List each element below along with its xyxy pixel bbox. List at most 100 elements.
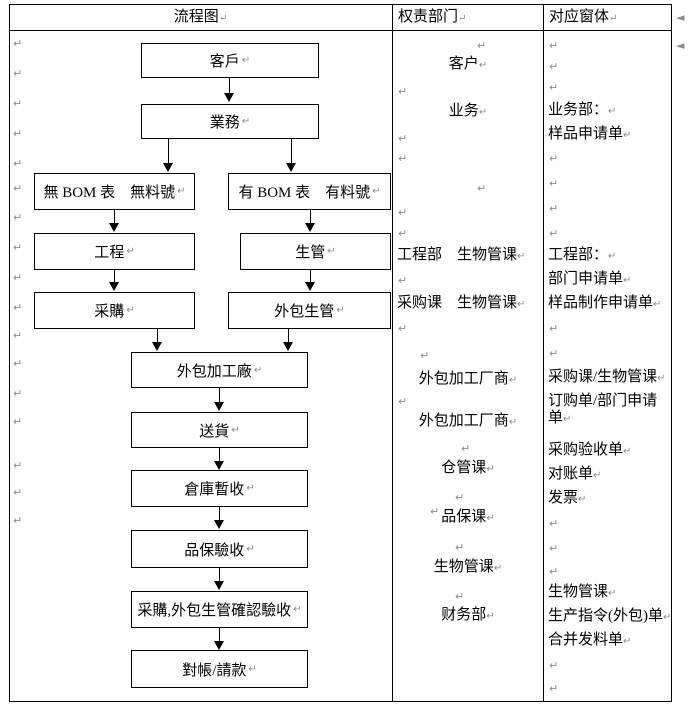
form-entry: 发票↵ — [548, 490, 586, 508]
dept-entry: 工程部 生物管课↵ — [397, 247, 525, 265]
pilcrow-icon: ↵ — [248, 663, 257, 675]
pilcrow-icon: ↵ — [508, 375, 518, 386]
arrow-head-icon — [152, 342, 162, 351]
form-label: 生产指令(外包)单 — [548, 608, 663, 624]
form-entry: 部门申请单↵ — [548, 271, 631, 289]
flow-node-sales[interactable]: 業務↵ — [141, 104, 319, 139]
arrow-head-icon — [286, 163, 296, 172]
flow-node-delivery[interactable]: 送貨↵ — [131, 412, 308, 448]
pilcrow-icon: ↵ — [398, 322, 408, 335]
pilcrow-icon: ↵ — [372, 186, 381, 197]
form-label: 部门申请单 — [548, 271, 624, 287]
pilcrow-icon: ↵ — [13, 127, 23, 140]
pilcrow-icon: ↵ — [609, 13, 618, 24]
pilcrow-icon: ↵ — [398, 274, 408, 287]
flow-node-label: 對帳/請款 — [182, 662, 247, 679]
dept-label: 财务部 — [441, 607, 487, 623]
pilcrow-icon: ↵ — [246, 483, 255, 494]
pilcrow-icon: ↵ — [13, 182, 23, 195]
pilcrow-icon: ↵ — [253, 364, 263, 376]
flow-node-label: 采購,外包生管確認驗收 — [137, 603, 292, 619]
flow-node-label: 送貨 — [199, 423, 230, 440]
flow-node-label: 倉庫暫收 — [184, 482, 245, 498]
pilcrow-icon: ↵ — [13, 459, 23, 472]
connector-line — [219, 448, 220, 462]
pilcrow-icon: ↵ — [398, 395, 408, 408]
flow-node-engineering[interactable]: 工程↵ — [34, 233, 195, 270]
connector-line — [229, 77, 230, 95]
arrow-head-icon — [214, 402, 224, 411]
pilcrow-icon: ↵ — [623, 275, 632, 286]
form-entry: 采购验收单↵ — [548, 442, 631, 460]
pilcrow-icon: ↵ — [657, 373, 666, 384]
pilcrow-icon: ↵ — [486, 513, 495, 524]
dept-label: 仓管课 — [441, 460, 487, 476]
connector-line — [310, 269, 311, 283]
flow-node-no-bom[interactable]: 無 BOM 表 無料號↵ — [34, 173, 195, 210]
dept-label: 工程部 生物管课 — [397, 247, 518, 263]
connector-line — [114, 269, 115, 283]
pilcrow-icon: ↵ — [623, 446, 632, 457]
pilcrow-icon: ↵ — [477, 39, 487, 52]
dept-entry: 外包加工厂商↵ — [398, 371, 538, 389]
pilcrow-icon: ↵ — [563, 414, 572, 425]
pilcrow-icon: ↵ — [508, 417, 518, 428]
pilcrow-icon: ↵ — [246, 543, 255, 555]
pilcrow-icon: ↵ — [486, 611, 495, 622]
pilcrow-icon: ↵ — [608, 251, 617, 262]
dept-label: 品保课 — [441, 509, 487, 525]
dept-entry: 生物管课↵ — [398, 559, 538, 577]
pilcrow-icon: ↵ — [623, 636, 632, 647]
form-entry: 生物管课↵ — [548, 584, 616, 602]
dept-label: 业务 — [448, 103, 479, 119]
pilcrow-icon: ↵ — [13, 301, 23, 314]
header-form-label: 对应窗体 — [549, 9, 610, 25]
pilcrow-icon: ↵ — [13, 329, 23, 342]
form-entry: 订购单/部门申请单↵ — [548, 393, 666, 428]
header-flow-label: 流程图 — [173, 9, 219, 25]
form-entry: 对账单↵ — [548, 466, 601, 484]
flow-node-qc-inspection[interactable]: 品保驗收↵ — [131, 530, 308, 568]
pilcrow-icon: ↵ — [13, 67, 23, 80]
connector-line — [219, 568, 220, 583]
pilcrow-icon: ↵ — [549, 177, 559, 190]
pilcrow-icon: ↵ — [608, 588, 617, 599]
form-entry: 样品制作申请单↵ — [548, 295, 661, 313]
flow-node-label: 外包加工廠 — [176, 363, 252, 380]
arrow-head-icon — [214, 641, 224, 650]
flow-node-customer[interactable]: 客戶↵ — [141, 43, 319, 78]
pilcrow-icon: ↵ — [549, 659, 559, 672]
pilcrow-icon: ↵ — [549, 542, 559, 555]
pilcrow-icon: ↵ — [13, 387, 23, 400]
flow-node-outsource-factory[interactable]: 外包加工廠↵ — [131, 352, 308, 388]
column-divider-1 — [392, 4, 393, 702]
pilcrow-icon: ↵ — [608, 106, 617, 117]
pilcrow-icon: ↵ — [13, 514, 23, 527]
pilcrow-icon: ↵ — [623, 130, 632, 141]
flow-node-production-control[interactable]: 生管↵ — [240, 233, 391, 270]
header-form: 对应窗体↵ — [549, 6, 672, 28]
connector-line — [219, 388, 220, 404]
form-entry: 采购课/生物管课↵ — [548, 369, 666, 387]
dept-entry: 品保课↵ — [398, 509, 538, 527]
flow-node-outsource-control[interactable]: 外包生管↵ — [228, 292, 391, 329]
pilcrow-icon: ↵ — [398, 206, 408, 219]
flow-node-confirm-inspection[interactable]: 采購,外包生管確認驗收↵ — [131, 591, 308, 628]
pilcrow-icon: ↵ — [549, 202, 559, 215]
form-entry: 合并发料单↵ — [548, 632, 631, 650]
dept-label: 外包加工厂商 — [418, 371, 509, 387]
flow-node-has-bom[interactable]: 有 BOM 表 有料號↵ — [228, 173, 391, 210]
pilcrow-icon: ↵ — [13, 241, 23, 254]
form-label: 发票 — [548, 490, 579, 506]
connector-line — [157, 329, 158, 343]
pilcrow-icon: ↵ — [493, 563, 503, 574]
pilcrow-icon: ↵ — [13, 486, 23, 499]
flow-node-warehouse-receipt[interactable]: 倉庫暫收↵ — [131, 470, 308, 507]
flow-node-reconcile-payment[interactable]: 對帳/請款↵ — [131, 650, 308, 688]
dept-label: 采购课 生物管课 — [397, 295, 518, 311]
flow-node-purchasing[interactable]: 采購↵ — [34, 292, 195, 329]
connector-line — [291, 138, 292, 165]
pilcrow-icon: ↵ — [126, 305, 135, 316]
pilcrow-icon: ↵ — [478, 60, 488, 71]
